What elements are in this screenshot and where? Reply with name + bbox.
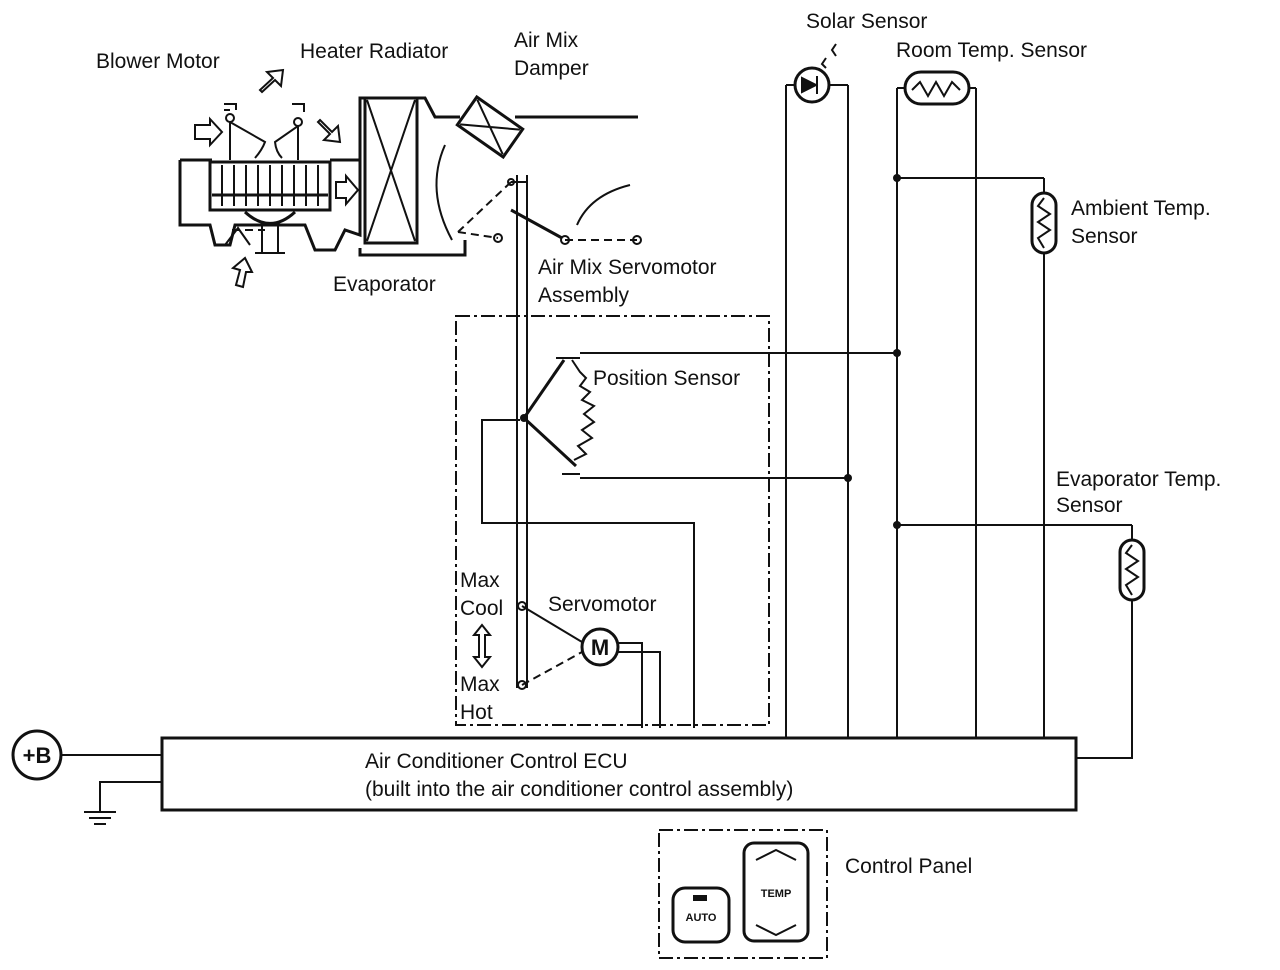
control-panel: AUTO TEMP [658, 829, 828, 959]
position-sensor [520, 357, 596, 475]
double-arrow-icon [471, 623, 493, 669]
ambient-temp-sensor [897, 177, 1058, 738]
svg-text:+B: +B [23, 743, 52, 768]
svg-text:AUTO: AUTO [686, 912, 717, 924]
label-ambient-temp-2: Sensor [1071, 225, 1138, 248]
evaporator-core [363, 96, 419, 245]
servomotor-assembly-box [455, 315, 770, 726]
airflow-arrow-icon [335, 173, 360, 207]
blower-motor-unit [178, 68, 642, 289]
label-air-mix-damper-2: Damper [514, 57, 589, 80]
room-temp-sensor [896, 70, 977, 738]
label-evaporator: Evaporator [333, 273, 436, 296]
temp-button[interactable] [742, 841, 810, 943]
ground-icon [99, 781, 162, 812]
label-evap-temp: Evaporator Temp. [1056, 468, 1221, 491]
svg-text:M: M [591, 635, 609, 660]
label-room-temp-sensor: Room Temp. Sensor [896, 39, 1087, 62]
thermistor-icon [1118, 538, 1146, 602]
airflow-arrow-icon [316, 118, 342, 144]
label-ambient-temp: Ambient Temp. [1071, 197, 1211, 220]
label-servomotor: Servomotor [548, 593, 657, 616]
label-air-mix-damper: Air Mix [514, 29, 579, 52]
label-ecu-2: (built into the air conditioner control … [365, 778, 793, 801]
label-ecu: Air Conditioner Control ECU [365, 750, 628, 773]
label-evap-temp-2: Sensor [1056, 494, 1123, 517]
label-solar-sensor: Solar Sensor [806, 10, 927, 33]
heater-radiator-core [455, 94, 525, 160]
label-heater-radiator: Heater Radiator [300, 40, 448, 63]
label-position-sensor: Position Sensor [593, 367, 740, 390]
label-max-cool-2: Cool [460, 597, 503, 620]
label-control-panel: Control Panel [845, 855, 972, 878]
svg-text:TEMP: TEMP [761, 888, 792, 900]
servomotor: M [471, 601, 661, 728]
airflow-arrow-icon [230, 256, 254, 289]
thermistor-icon [1030, 191, 1058, 255]
label-air-mix-servo-2: Assembly [538, 284, 630, 307]
label-air-mix-servo: Air Mix Servomotor [538, 256, 717, 279]
airflow-arrow-icon [258, 68, 285, 94]
label-max-hot-2: Hot [460, 701, 493, 724]
solar-sensor [785, 43, 849, 738]
label-max-hot: Max [460, 673, 500, 696]
motor-icon [580, 627, 620, 667]
diode-icon [793, 66, 831, 104]
label-blower-motor: Blower Motor [96, 50, 220, 73]
auto-button[interactable] [671, 886, 731, 944]
evaporator-temp-sensor [897, 524, 1146, 759]
airflow-arrow-icon [194, 116, 224, 148]
ac-control-ecu [160, 736, 1078, 812]
label-max-cool: Max [460, 569, 500, 592]
